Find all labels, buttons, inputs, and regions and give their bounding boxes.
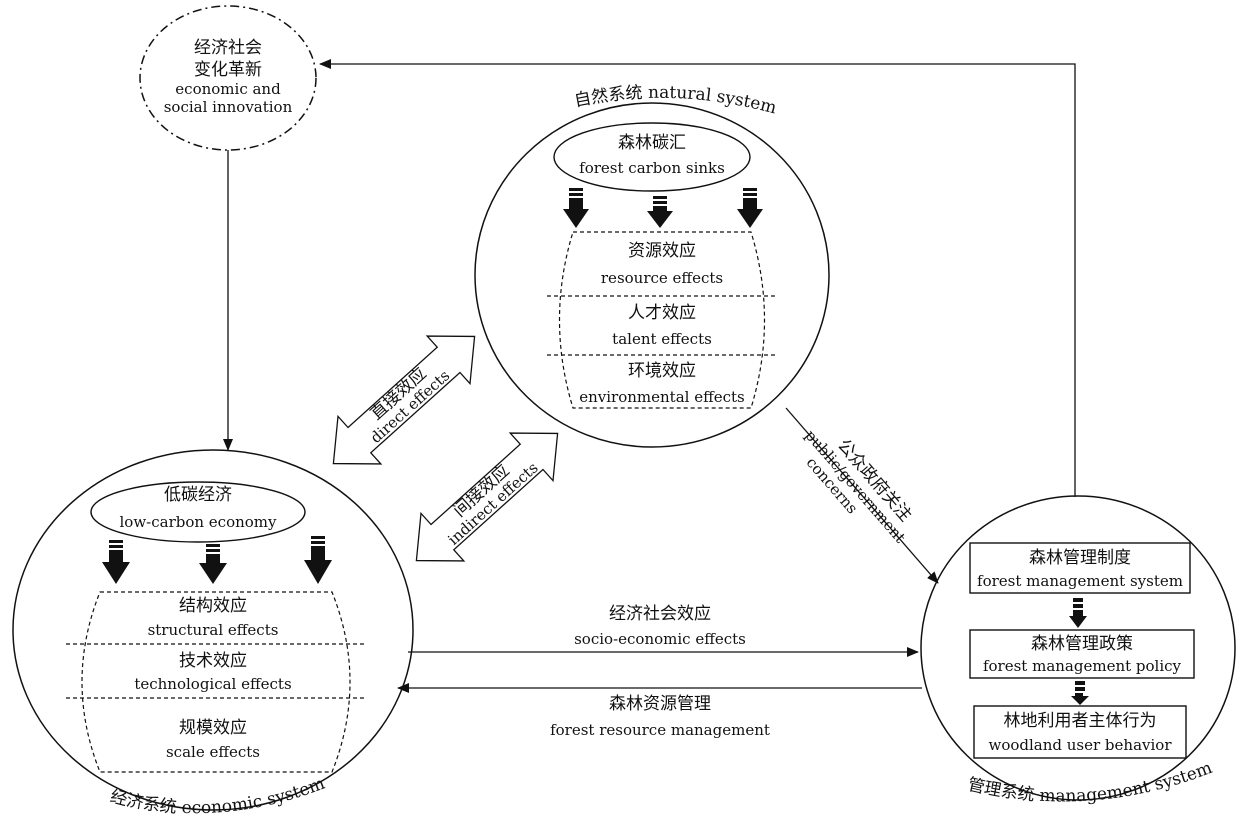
scale-effects-en: scale effects [166,743,260,761]
environmental-effects-en: environmental effects [579,388,745,406]
down-arrow-icon [647,196,673,228]
forest-management-system-en: forest management system [977,572,1183,590]
double-arrow-shape [332,335,476,465]
economic-system-circle [12,449,414,811]
structural-effects-cn: 结构效应 [179,596,247,616]
forest-management-policy-en: forest management policy [983,657,1182,675]
resource-effects-cn: 资源效应 [628,241,696,261]
down-arrow-icon [737,188,763,228]
direct-effects-double-arrow: 直接效应 direct effects [332,335,476,465]
down-arrow-icon [199,544,227,584]
natural-system-label: 自然系统 natural system [573,83,779,119]
down-arrow-icon [563,188,589,228]
structural-effects-en: structural effects [148,621,279,639]
innovation-circle [139,5,317,151]
forest-management-system-cn: 森林管理制度 [1029,548,1131,568]
public-concerns-arrow [785,407,939,584]
forest-management-policy-box [969,629,1195,679]
forest-management-system-box [969,542,1191,594]
down-arrow-icon [102,540,130,584]
innovation-en-line2: social innovation [164,98,293,116]
innovation-cn-line2: 变化革新 [194,60,262,80]
down-arrow-icon [1071,681,1089,705]
forest-management-policy-cn: 森林管理政策 [1031,634,1133,654]
low-carbon-economy-ellipse [90,481,306,543]
scale-effects-cn: 规模效应 [179,718,247,738]
natural-effects-container [558,231,766,409]
woodland-user-behavior-en: woodland user behavior [988,736,1172,754]
economic-system-label: 经济系统 economic system [108,774,328,819]
woodland-user-behavior-cn: 林地利用者主体行为 [1004,711,1157,731]
forest-resource-management-cn: 森林资源管理 [609,694,711,714]
innovation-en-line1: economic and [175,80,281,98]
innovation-cn-line1: 经济社会 [194,38,262,58]
management-system-circle [920,495,1236,801]
forest-carbon-sinks-ellipse [553,122,751,192]
economic-effects-container [81,591,351,773]
economic-down-arrows [102,536,332,584]
indirect-effects-double-arrow: 间接效应 indirect effects [415,432,559,562]
forest-resource-management-en: forest resource management [550,721,770,739]
resource-effects-en: resource effects [601,269,723,287]
technological-effects-en: technological effects [134,675,291,693]
low-carbon-economy-cn: 低碳经济 [164,485,232,505]
double-arrow-shape [415,432,559,562]
natural-system-circle [474,102,830,448]
environmental-effects-cn: 环境效应 [628,361,696,381]
down-arrow-icon [304,536,332,584]
natural-down-arrows [563,188,763,228]
down-arrow-icon [1069,598,1087,628]
public-concerns-label: 公众政府关注 public/government concerns [801,426,915,546]
woodland-user-behavior-box [973,705,1187,759]
forest-carbon-sinks-cn: 森林碳汇 [618,133,686,153]
socio-economic-effects-cn: 经济社会效应 [609,604,711,624]
forest-carbon-sinks-en: forest carbon sinks [579,159,725,177]
socio-economic-effects-en: socio-economic effects [574,630,746,648]
natural-system: 自然系统 natural system 森林碳汇 forest carbon s… [474,83,830,448]
talent-effects-cn: 人才效应 [628,303,696,323]
management-to-innovation-arrow [319,59,1076,497]
economic-system: 经济系统 economic system 低碳经济 low-carbon eco… [12,449,414,819]
low-carbon-economy-en: low-carbon economy [119,513,277,531]
talent-effects-en: talent effects [612,330,712,348]
management-system: 管理系统 management system 森林管理制度 forest man… [920,495,1236,806]
technological-effects-cn: 技术效应 [179,651,247,671]
economic-social-innovation-node: 经济社会 变化革新 economic and social innovation [139,5,317,151]
